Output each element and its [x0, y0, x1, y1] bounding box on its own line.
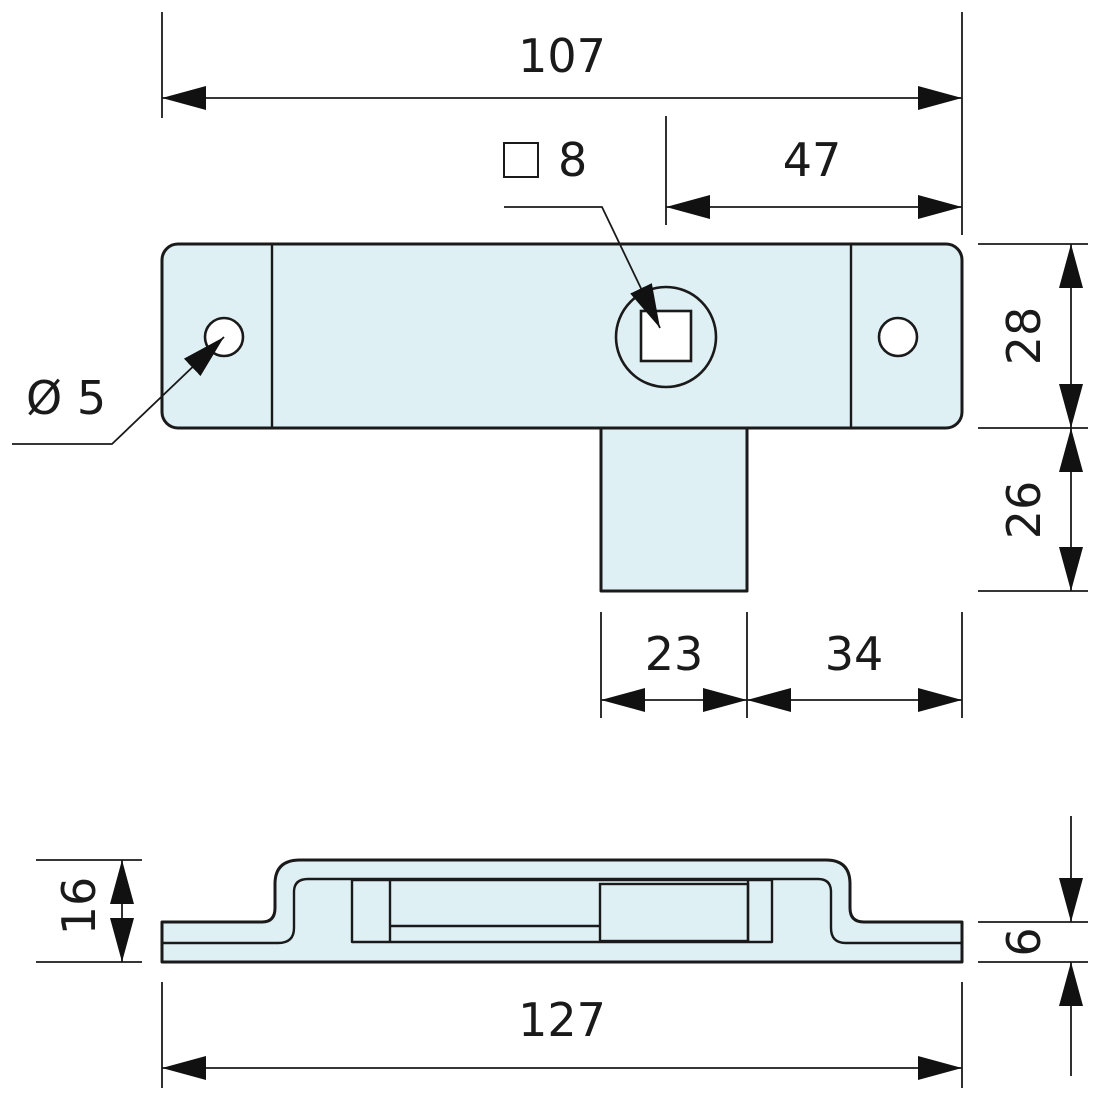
latch-bolt — [598, 882, 750, 943]
hole-diameter-callout: Ø 5 — [12, 336, 225, 445]
lock-body — [350, 878, 774, 944]
dimension-label-47: 47 — [783, 133, 842, 187]
dimension-label-127: 127 — [518, 993, 606, 1047]
latch-tab — [599, 426, 749, 593]
dimension-label-6: 6 — [997, 927, 1051, 956]
dimension-label-square-8: 8 — [558, 133, 587, 187]
square-symbol-icon — [503, 142, 539, 178]
square-spindle-hole — [639, 309, 693, 363]
base-plate — [160, 242, 964, 430]
dimension-6: 6 — [978, 816, 1088, 1076]
spindle-boss — [614, 285, 718, 389]
dimension-label-34: 34 — [825, 627, 884, 681]
dimension-label-107: 107 — [518, 29, 606, 83]
dimension-47: 47 — [665, 116, 962, 225]
dimension-label-23: 23 — [645, 627, 704, 681]
dimension-127: 127 — [161, 982, 963, 1088]
dimension-label-hole-diameter: Ø 5 — [26, 371, 106, 425]
top-view — [160, 242, 964, 593]
dimension-label-28: 28 — [997, 307, 1051, 366]
mounting-hole-right — [877, 316, 919, 358]
dimension-23-34: 23 34 — [600, 612, 963, 718]
dimension-label-16: 16 — [52, 877, 106, 936]
square-size-callout: 8 — [503, 133, 661, 329]
dimension-26: 26 — [978, 428, 1088, 592]
side-view — [160, 858, 964, 964]
dimension-107: 107 — [161, 12, 963, 235]
dimension-28: 28 — [978, 243, 1088, 429]
dimension-16: 16 — [36, 859, 142, 963]
dimension-label-26: 26 — [997, 481, 1051, 540]
